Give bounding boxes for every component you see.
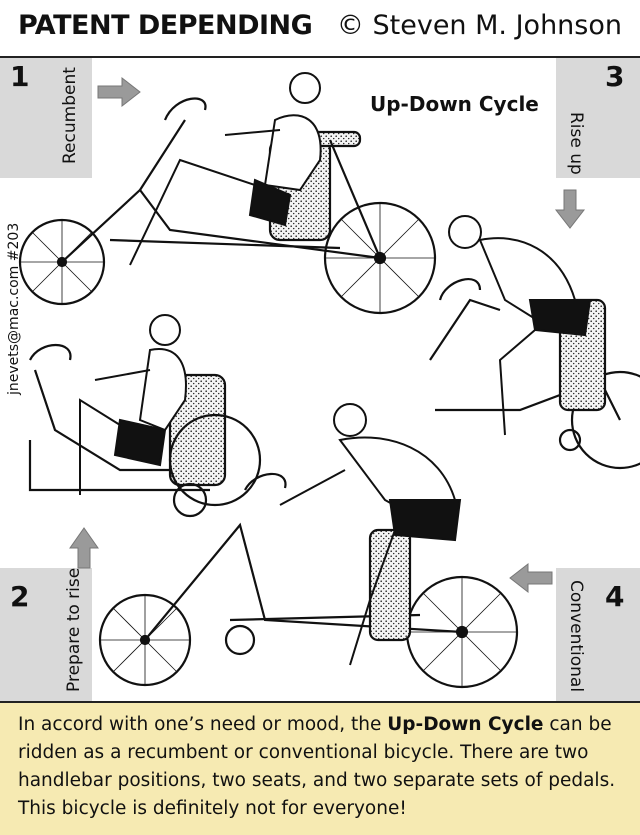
rider-recumbent xyxy=(129,72,322,266)
rider-rise-up xyxy=(448,215,592,436)
header: PATENT DEPENDING © Steven M. Johnson xyxy=(0,0,640,56)
panel-number-2: 2 xyxy=(10,580,30,613)
caption-text-after: can be ridden as a recumbent or conventi… xyxy=(18,714,616,819)
caption-panel: In accord with one’s need or mood, the U… xyxy=(0,701,640,835)
rider-prepare xyxy=(79,314,187,495)
corner-box-2 xyxy=(0,568,92,703)
caption-bold-name: Up-Down Cycle xyxy=(387,714,544,735)
panel-number-3: 3 xyxy=(605,60,625,93)
arrow-left-icon xyxy=(509,562,553,594)
panel-number-4: 4 xyxy=(605,580,625,613)
corner-box-3 xyxy=(556,58,640,178)
arrow-down-icon xyxy=(554,189,586,229)
corner-box-1 xyxy=(0,58,92,178)
arrow-up-icon xyxy=(69,527,99,569)
rider-conventional xyxy=(279,403,462,666)
arrow-right-icon xyxy=(97,76,141,108)
caption-text-before: In accord with one’s need or mood, the xyxy=(18,714,388,735)
illustration-frame xyxy=(0,56,640,703)
up-down-cycle-illustration xyxy=(18,72,640,689)
corner-box-4 xyxy=(556,568,640,703)
bike-recumbent xyxy=(18,97,437,315)
bike-conventional xyxy=(98,472,519,689)
cartoon-subtitle: Up-Down Cycle xyxy=(370,92,539,116)
cartoon-title: PATENT DEPENDING xyxy=(18,10,313,41)
panel-number-1: 1 xyxy=(10,60,30,93)
copyright-notice: © Steven M. Johnson xyxy=(336,10,622,41)
